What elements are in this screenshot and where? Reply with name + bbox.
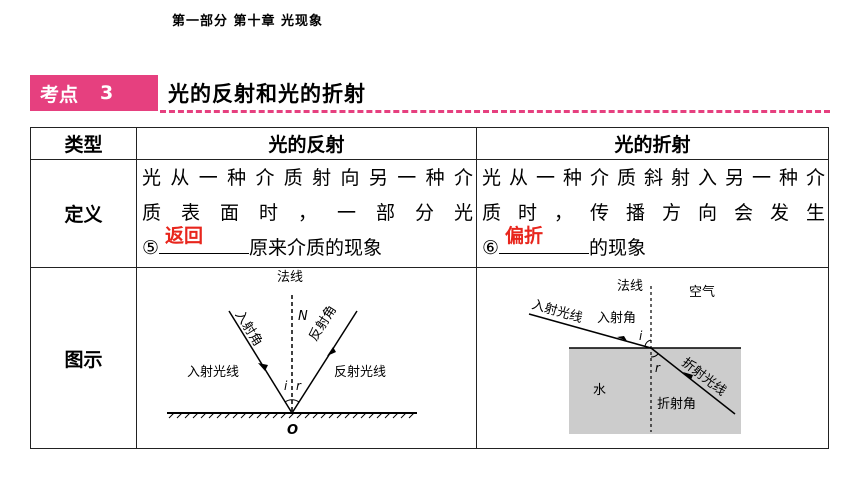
refraction-diagram-cell: 法线 空气 入射角 i r 入射光线 折射光线 水 折射角 — [476, 267, 829, 449]
water-label: 水 — [593, 383, 606, 398]
refracted-arrow — [683, 372, 693, 380]
reflection-def-line1: 光从一种介质射向另一种介 — [142, 167, 473, 189]
incident-angle-arc — [644, 339, 652, 347]
header-reflection: 光的反射 — [136, 127, 477, 160]
refraction-blank: 偏折 — [499, 225, 590, 254]
definition-label: 定义 — [30, 159, 137, 268]
reflection-diagram: 法线 N i r O 入射光线 反射光线 入射角 反射角 — [167, 270, 417, 438]
reflected-ray-label: 反射光线 — [334, 364, 386, 380]
reflection-def-line2: 质表面时，一部分光 — [142, 202, 473, 224]
reflected-ray — [291, 310, 358, 414]
section-number: 3 — [100, 82, 114, 104]
incident-ray — [528, 313, 652, 349]
i-label: i — [639, 329, 643, 343]
n-label: N — [298, 309, 308, 324]
incident-angle-label: 入射角 — [232, 308, 266, 350]
incident-ray-label: 入射光线 — [187, 364, 239, 380]
normal-label: 法线 — [617, 279, 643, 294]
reflection-blank: 返回 — [159, 225, 250, 254]
refraction-angle-label: 折射角 — [657, 396, 696, 412]
header-type: 类型 — [30, 127, 137, 160]
chapter-header: 第一部分 第十章 光现象 — [172, 14, 324, 29]
normal-label: 法线 — [277, 270, 303, 285]
incident-angle-label: 入射角 — [597, 310, 636, 326]
diagram-row: 图示 法线 N i — [30, 267, 829, 449]
r-label: r — [655, 361, 661, 375]
angle-arc — [284, 399, 300, 403]
section-label: 考点 — [40, 83, 79, 106]
refraction-def-line1: 光从一种介质斜射入另一种介 — [482, 167, 825, 189]
comparison-table: 类型 光的反射 光的折射 定义 光从一种介质射向另一种介 质表面时，一部分光 ⑤… — [30, 127, 829, 449]
water-region — [569, 348, 741, 434]
reflection-answer: 返回 — [165, 225, 204, 247]
reflection-angle-label: 反射角 — [306, 302, 340, 344]
surface-hatching — [168, 412, 415, 419]
i-label: i — [284, 379, 288, 393]
refraction-def-end: 的现象 — [589, 237, 647, 259]
incident-arrow — [617, 336, 627, 341]
section-badge: 考点 3 — [30, 75, 158, 111]
reflection-def-end: 原来介质的现象 — [249, 237, 383, 259]
header-refraction: 光的折射 — [476, 127, 829, 160]
section-title: 光的反射和光的折射 — [168, 82, 366, 106]
refraction-diagram: 法线 空气 入射角 i r 入射光线 折射光线 水 折射角 — [528, 279, 741, 434]
refraction-def-line2: 质时，传播方向会发生 — [482, 202, 825, 224]
incident-ray — [228, 310, 293, 414]
incident-arrow — [258, 363, 268, 371]
reflection-diagram-cell: 法线 N i r O 入射光线 反射光线 入射角 反射角 — [136, 267, 477, 449]
r-label: r — [296, 379, 302, 393]
refraction-angle-arc — [650, 353, 659, 358]
refraction-blank-marker: ⑥ — [482, 237, 500, 259]
dashed-divider — [160, 110, 830, 113]
diagram-label: 图示 — [30, 267, 137, 449]
refracted-ray — [650, 347, 736, 415]
reflected-arrow — [327, 347, 336, 356]
table-header-row: 类型 光的反射 光的折射 — [30, 127, 829, 160]
reflection-blank-marker: ⑤ — [142, 237, 160, 259]
air-label: 空气 — [689, 284, 715, 300]
o-label: O — [287, 423, 298, 438]
refraction-answer: 偏折 — [505, 225, 544, 247]
